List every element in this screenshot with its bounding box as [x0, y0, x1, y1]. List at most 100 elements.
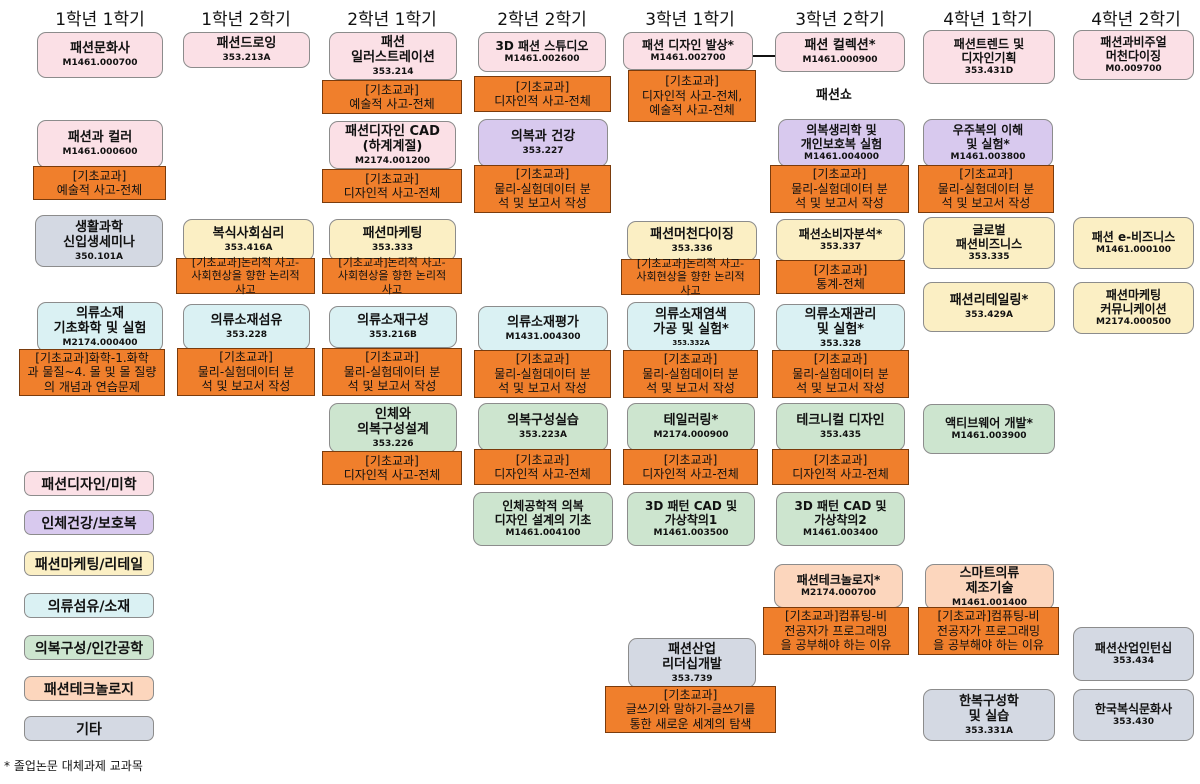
course-code: 353.331A — [965, 725, 1013, 736]
course-name: 패션 컬렉션* — [804, 38, 876, 54]
course-name: 의류소재평가 — [507, 315, 579, 331]
course-name: 우주복의 이해 및 실험* — [952, 122, 1024, 152]
course-code: M2174.000400 — [62, 337, 138, 348]
course-box[interactable]: 패션테크놀로지* M2174.000700 — [774, 564, 903, 608]
course-code: M1461.004100 — [505, 528, 581, 539]
legend-item-textiles: 의류섬유/소재 — [24, 593, 154, 618]
course-box[interactable]: 패션 일러스트레이션 353.214 — [329, 32, 457, 80]
semester-header-1-2: 1학년 2학기 — [201, 10, 291, 30]
course-code: M1461.000600 — [62, 146, 138, 157]
foundation-course-tag: [기초교과] 예술적 사고-전체 — [322, 80, 462, 114]
foundation-course-tag: [기초교과]논리적 사고- 사회현상을 향한 논리적 사고 — [176, 256, 315, 296]
course-box[interactable]: 액티브웨어 개발* M1461.003900 — [923, 404, 1055, 454]
course-box[interactable]: 의복과 건강 353.227 — [478, 119, 608, 167]
course-box[interactable]: 패션과비주얼 머천다이징 M0.009700 — [1073, 30, 1194, 80]
course-code: 353.223A — [519, 429, 567, 440]
course-code: M1431.004300 — [505, 331, 581, 342]
course-box[interactable]: 패션산업 리더십개발 353.739 — [628, 638, 756, 688]
course-box[interactable]: 테일러링* M2174.000900 — [627, 403, 755, 451]
course-box[interactable]: 스마트의류 제조기술 M1461.001400 — [925, 564, 1054, 610]
course-code: 353.328 — [820, 338, 861, 349]
course-box[interactable]: 패션드로잉 353.213A — [183, 32, 310, 68]
course-name: 패션마케팅 커뮤니케이션 — [1100, 287, 1167, 317]
course-box[interactable]: 패션머천다이징 353.336 — [627, 221, 757, 261]
semester-header-4-1: 4학년 1학기 — [943, 10, 1033, 30]
course-box[interactable]: 패션트렌드 및 디자인기획 353.431D — [923, 30, 1055, 84]
course-code: M1461.003800 — [950, 152, 1026, 163]
foundation-course-tag: [기초교과] 글쓰기와 말하기-글쓰기를 통한 새로운 세계의 탐색 — [605, 686, 776, 733]
legend-item-fashion-design: 패션디자인/미학 — [24, 471, 154, 496]
course-box[interactable]: 의류소재평가 M1431.004300 — [478, 306, 608, 352]
course-code: 353.216B — [369, 329, 417, 340]
course-box[interactable]: 한국복식문화사 353.430 — [1073, 689, 1194, 741]
legend-item-marketing: 패션마케팅/리테일 — [24, 551, 154, 576]
foundation-course-tag: [기초교과] 물리-실험데이터 분 석 및 보고서 작성 — [918, 165, 1054, 213]
foundation-course-tag: [기초교과] 디자인적 사고-전체 — [322, 169, 462, 203]
course-code: 353.227 — [522, 145, 564, 156]
course-box[interactable]: 패션문화사 M1461.000700 — [37, 32, 163, 78]
course-box[interactable]: 인체공학적 의복 디자인 설계의 기초 M1461.004100 — [473, 492, 613, 546]
course-box[interactable]: 의류소재관리 및 실험* 353.328 — [776, 304, 905, 352]
course-box[interactable]: 한복구성학 및 실습 353.331A — [923, 689, 1055, 741]
course-box[interactable]: 3D 패턴 CAD 및 가상착의2 M1461.003400 — [776, 492, 905, 546]
course-box[interactable]: 3D 패션 스튜디오 M1461.002600 — [478, 32, 606, 72]
course-box[interactable]: 패션 컬렉션* M1461.000900 — [775, 32, 905, 72]
legend-item-construction: 의복구성/인간공학 — [24, 635, 154, 660]
foundation-course-tag: [기초교과] 물리-실험데이터 분 석 및 보고서 작성 — [770, 165, 909, 213]
course-code: 353.333 — [372, 242, 413, 253]
course-box[interactable]: 패션과 컬러 M1461.000600 — [37, 120, 163, 168]
course-code: 353.416A — [224, 242, 273, 253]
course-name: 의류소재섬유 — [210, 313, 283, 329]
course-box[interactable]: 3D 패턴 CAD 및 가상착의1 M1461.003500 — [627, 492, 755, 546]
course-box[interactable]: 우주복의 이해 및 실험* M1461.003800 — [923, 119, 1053, 167]
course-name: 3D 패션 스튜디오 — [495, 38, 589, 53]
course-code: M2174.000700 — [801, 588, 876, 599]
course-code: M1461.000900 — [802, 54, 878, 65]
course-box[interactable]: 글로벌 패션비즈니스 353.335 — [923, 217, 1055, 269]
foundation-course-tag: [기초교과]컴퓨팅-비 전공자가 프로그래밍 을 공부해야 하는 이유 — [763, 607, 909, 655]
course-box[interactable]: 패션소비자분석* 353.337 — [776, 219, 905, 261]
course-box[interactable]: 패션 디자인 발상* M1461.002700 — [623, 32, 753, 70]
course-box[interactable]: 패션산업인턴십 353.434 — [1073, 627, 1194, 681]
course-box[interactable]: 패션마케팅 커뮤니케이션 M2174.000500 — [1073, 282, 1194, 334]
course-box[interactable]: 생활과학 신입생세미나 350.101A — [35, 215, 163, 267]
course-code: 353.739 — [671, 673, 713, 684]
course-code: M1461.003900 — [951, 431, 1027, 442]
course-box[interactable]: 의류소재 기초화학 및 실험 M2174.000400 — [37, 302, 163, 352]
course-box[interactable]: 패션 e-비즈니스 M1461.000100 — [1073, 217, 1194, 269]
course-name: 인체와 의복구성설계 — [357, 406, 429, 438]
course-name: 패션과비주얼 머천다이징 — [1100, 34, 1167, 64]
course-box[interactable]: 패션마케팅 353.333 — [329, 219, 456, 261]
course-code: 350.101A — [75, 251, 123, 262]
course-code: M1461.000100 — [1096, 245, 1171, 256]
course-box[interactable]: 의류소재섬유 353.228 — [183, 304, 310, 350]
course-name: 패션소비자분석* — [798, 226, 883, 241]
semester-header-2-1: 2학년 1학기 — [347, 10, 437, 30]
course-box[interactable]: 의복구성실습 353.223A — [478, 403, 608, 451]
course-box[interactable]: 복식사회심리 353.416A — [183, 219, 314, 261]
course-code: 353.214 — [372, 66, 414, 77]
semester-header-3-2: 3학년 2학기 — [795, 10, 885, 30]
course-name: 패션 e-비즈니스 — [1091, 229, 1176, 244]
course-box[interactable]: 의복생리학 및 개인보호복 실험 M1461.004000 — [778, 119, 905, 167]
course-name: 패션산업인턴십 — [1094, 640, 1173, 655]
course-box[interactable]: 인체와 의복구성설계 353.226 — [329, 403, 457, 453]
course-box[interactable]: 의류소재염색 가공 및 실험* 353.332A — [627, 302, 755, 352]
course-box[interactable]: 의류소재구성 353.216B — [329, 306, 457, 348]
foundation-course-tag: [기초교과] 디자인적 사고-전체 — [322, 451, 462, 485]
course-box[interactable]: 패션리테일링* 353.429A — [923, 282, 1055, 332]
course-box[interactable]: 테크니컬 디자인 353.435 — [776, 403, 905, 451]
course-name: 스마트의류 제조기술 — [959, 565, 1020, 597]
course-name: 의복구성실습 — [507, 413, 579, 429]
course-box[interactable]: 패션디자인 CAD (하계계절) M2174.001200 — [329, 121, 456, 169]
course-code: M1461.004000 — [804, 152, 879, 163]
course-code: 353.335 — [968, 252, 1010, 263]
course-name: 테크니컬 디자인 — [796, 413, 885, 429]
course-name: 패션문화사 — [70, 41, 130, 57]
course-name: 한국복식문화사 — [1094, 701, 1173, 716]
course-code: M2174.001200 — [355, 155, 430, 166]
course-code: M1461.000700 — [62, 57, 138, 68]
legend-item-health: 인체건강/보호복 — [24, 510, 154, 535]
semester-header-2-2: 2학년 2학기 — [497, 10, 587, 30]
course-code: 353.332A — [672, 338, 710, 347]
